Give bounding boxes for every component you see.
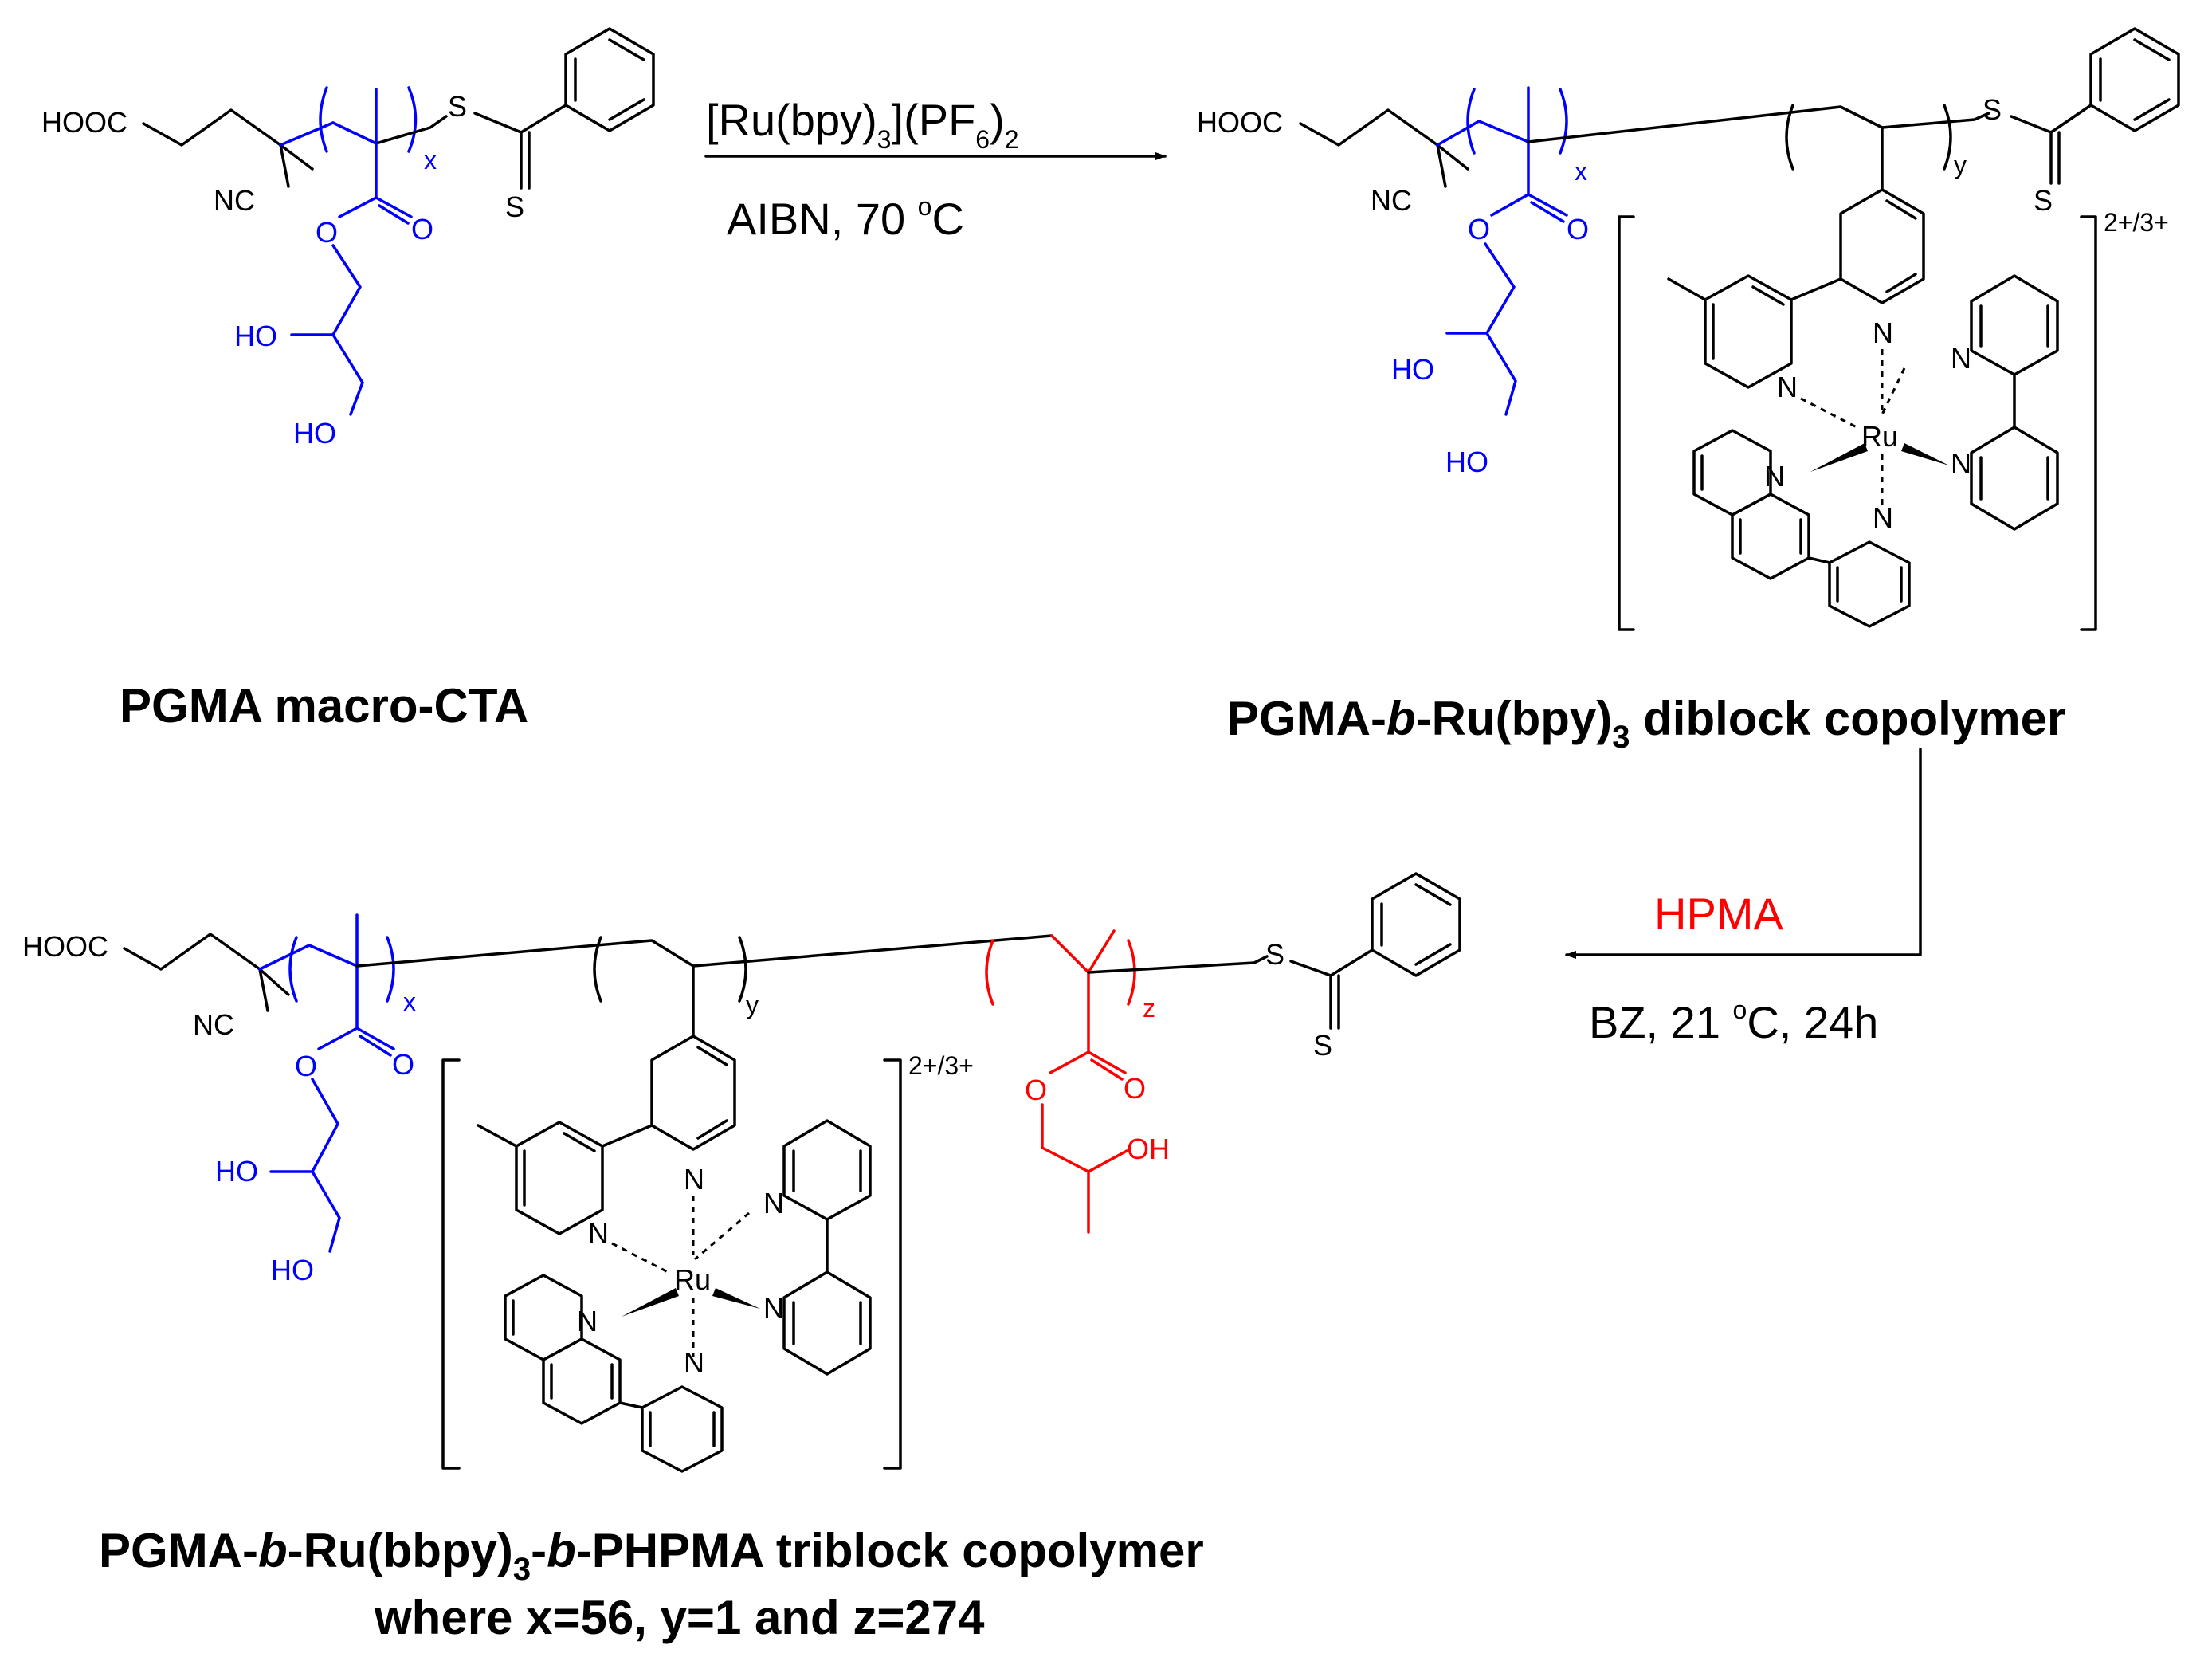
pyridine-n-3: N (1951, 342, 1971, 375)
pgma-macro-cta-structure: HOOC NC x S S O O HO HO (41, 27, 655, 450)
pyridine-n-5: N (1764, 460, 1785, 493)
pyridine-n-1: N (684, 1163, 704, 1196)
label-repeat-values: where x=56, y=1 and z=274 (374, 1591, 985, 1644)
label-macro-cta: PGMA macro-CTA (120, 679, 528, 732)
thio-sulfur: S (1265, 938, 1284, 971)
pyridine-n-3: N (763, 1187, 784, 1219)
phpma-hydroxyl: OH (1127, 1133, 1170, 1165)
hydroxyl-2: HO (1445, 446, 1488, 478)
thione-sulfur: S (505, 190, 524, 223)
hooc-group: HOOC (41, 106, 127, 139)
repeat-index-x: x (1575, 157, 1587, 186)
label-diblock: PGMA-b-Ru(bpy)3 diblock copolymer (1227, 692, 2065, 755)
hydroxyl-1: HO (215, 1155, 258, 1188)
repeat-index-x: x (403, 988, 416, 1016)
phpma-ester-oxygen: O (1025, 1074, 1047, 1106)
pyridine-n-6: N (1873, 501, 1893, 534)
step2-conditions: BZ, 21 oC, 24h (1589, 995, 1878, 1047)
thione-sulfur: S (2034, 184, 2053, 217)
hydroxyl-2: HO (271, 1254, 314, 1286)
hydroxyl-1: HO (1391, 353, 1434, 386)
thio-sulfur: S (1983, 93, 2002, 126)
triblock-structure: HOOC NC x O O HO HO y z O O OH (22, 872, 1461, 1473)
thione-sulfur: S (1313, 1029, 1332, 1062)
thio-sulfur: S (448, 90, 467, 123)
pyridine-n-4: N (763, 1292, 784, 1325)
step2-arrow (1565, 748, 1922, 959)
carbonyl-oxygen: O (1567, 213, 1589, 245)
step1: [Ru(bpy)3](PF6)2 AIBN, 70 oC (704, 95, 1167, 244)
step1-reagent: [Ru(bpy)3](PF6)2 (706, 95, 1019, 154)
pyridine-n-2: N (588, 1217, 609, 1250)
hooc-group: HOOC (22, 930, 108, 963)
repeat-index-z: z (1143, 994, 1155, 1023)
carbonyl-oxygen: O (411, 213, 433, 245)
nitrile-group: NC (214, 184, 255, 217)
phpma-carbonyl-oxygen: O (1124, 1072, 1146, 1105)
repeat-index-y: y (746, 991, 759, 1019)
hooc-group: HOOC (1197, 106, 1283, 139)
hydroxyl-2: HO (293, 417, 336, 450)
carbonyl-oxygen: O (392, 1048, 414, 1081)
step1-conditions: AIBN, 70 oC (727, 192, 964, 244)
pyridine-n-1: N (1873, 316, 1893, 349)
diblock-structure: HOOC NC x O O HO HO y S S 2+/3+ (1197, 27, 2180, 631)
ruthenium-center: Ru (1861, 420, 1898, 453)
ruthenium-center: Ru (674, 1263, 711, 1296)
ester-oxygen: O (295, 1050, 317, 1082)
label-triblock: PGMA-b-Ru(bbpy)3-b-PHPMA triblock copoly… (99, 1524, 1204, 1587)
ester-oxygen: O (1468, 213, 1490, 245)
repeat-index-x: x (424, 146, 437, 175)
pyridine-n-5: N (577, 1305, 598, 1337)
ester-oxygen: O (316, 216, 338, 249)
pyridine-n-6: N (684, 1346, 704, 1379)
nitrile-group: NC (193, 1008, 234, 1041)
repeat-index-y: y (1954, 151, 1967, 179)
hydroxyl-1: HO (234, 320, 277, 352)
pyridine-n-2: N (1777, 371, 1798, 403)
complex-charge: 2+/3+ (2104, 208, 2169, 237)
pyridine-n-4: N (1951, 447, 1971, 480)
nitrile-group: NC (1371, 184, 1412, 217)
step2: HPMA BZ, 21 oC, 24h (1565, 748, 1922, 1047)
step2-reagent: HPMA (1654, 889, 1783, 939)
complex-charge: 2+/3+ (908, 1051, 974, 1080)
